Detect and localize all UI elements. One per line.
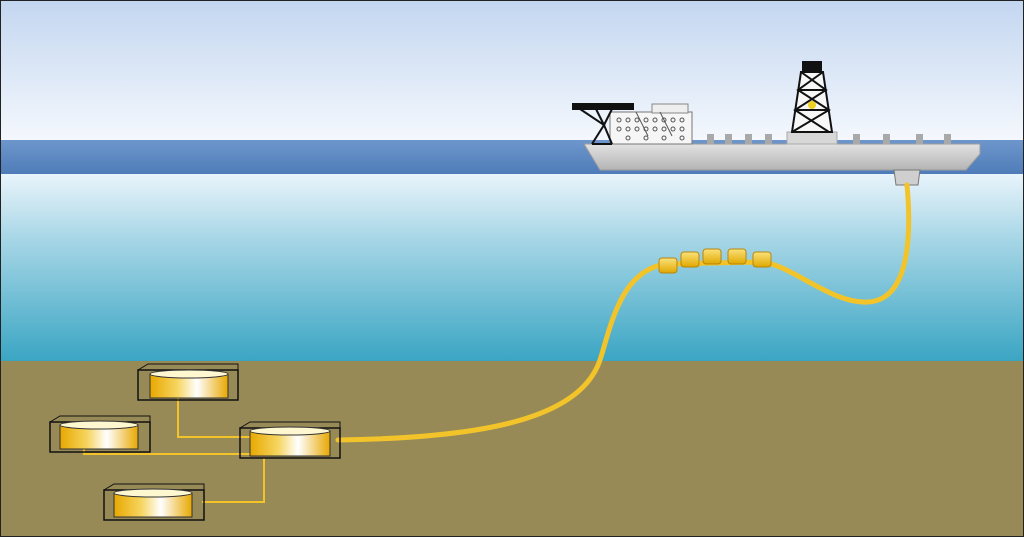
buoyancy-module <box>702 248 722 265</box>
wellhead-bottom <box>103 483 205 521</box>
derrick-tower <box>790 61 834 133</box>
buoyancy-module <box>658 257 678 274</box>
buoyancy-module <box>727 248 747 265</box>
deck-fixtures <box>707 134 951 144</box>
wellhead-top <box>137 363 239 401</box>
buoyancy-module <box>680 251 700 268</box>
turret-mooring <box>893 169 921 186</box>
derrick-base <box>786 131 838 145</box>
vessel-hull <box>583 143 981 171</box>
buoyancy-modules <box>658 248 772 274</box>
flexible-riser <box>335 182 912 443</box>
sky <box>0 0 1024 140</box>
buoyancy-module <box>752 251 772 268</box>
helideck <box>572 103 634 145</box>
subsea-manifold <box>239 421 341 459</box>
wellhead-left <box>49 415 151 453</box>
fpso-vessel <box>572 61 981 186</box>
water-column <box>0 174 1024 362</box>
process-modules <box>609 103 693 145</box>
